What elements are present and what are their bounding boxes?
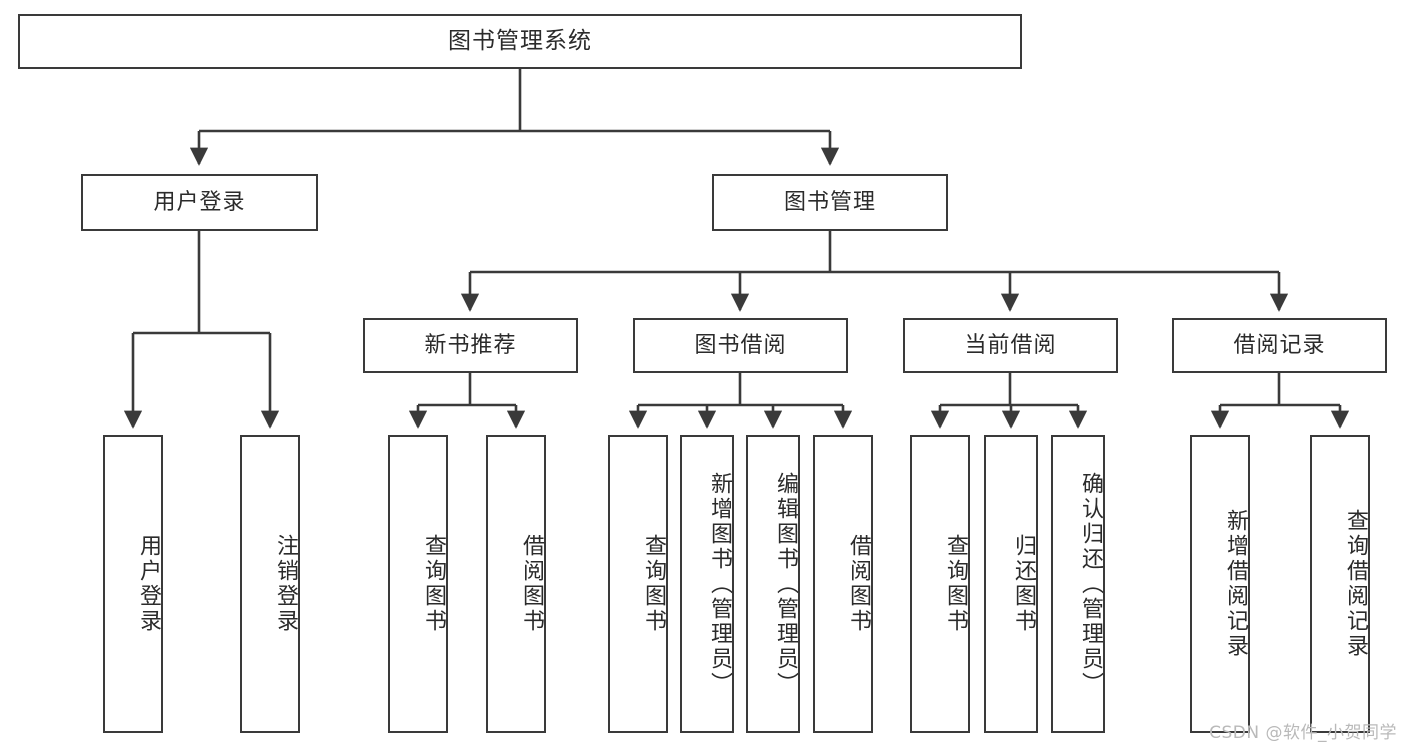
node-book-borrow[interactable]: 图书借阅 (633, 318, 848, 373)
node-label: 新书推荐 (424, 332, 517, 358)
node-leaf-logout[interactable]: 注销登录 (240, 435, 300, 733)
node-leaf-borrow-book-2[interactable]: 借阅图书 (813, 435, 873, 733)
node-label: 新增借阅记录 (1223, 509, 1248, 659)
node-label: 借阅图书 (846, 534, 871, 634)
node-leaf-edit-book[interactable]: 编辑图书（管理员） (746, 435, 800, 733)
node-label: 图书借阅 (694, 332, 787, 358)
node-label: 图书管理 (783, 189, 876, 215)
node-leaf-add-book[interactable]: 新增图书（管理员） (680, 435, 734, 733)
node-label: 用户登录 (136, 534, 161, 634)
node-label: 编辑图书（管理员） (773, 471, 798, 697)
node-leaf-user-login[interactable]: 用户登录 (103, 435, 163, 733)
node-label: 查询图书 (641, 534, 666, 634)
node-leaf-return-book[interactable]: 归还图书 (984, 435, 1038, 733)
node-label: 归还图书 (1011, 534, 1036, 634)
node-root-system[interactable]: 图书管理系统 (18, 14, 1022, 69)
node-label: 注销登录 (273, 534, 298, 634)
node-leaf-query-book-1[interactable]: 查询图书 (388, 435, 448, 733)
node-label: 查询图书 (943, 534, 968, 634)
node-leaf-query-book-2[interactable]: 查询图书 (608, 435, 668, 733)
node-user-login[interactable]: 用户登录 (81, 174, 318, 231)
node-current-borrow[interactable]: 当前借阅 (903, 318, 1118, 373)
node-label: 查询图书 (421, 534, 446, 634)
node-label: 借阅图书 (519, 534, 544, 634)
node-leaf-query-book-3[interactable]: 查询图书 (910, 435, 970, 733)
node-label: 查询借阅记录 (1343, 509, 1368, 659)
node-label: 图书管理系统 (448, 27, 592, 54)
node-label: 用户登录 (153, 189, 246, 215)
node-leaf-add-record[interactable]: 新增借阅记录 (1190, 435, 1250, 733)
node-leaf-confirm-return[interactable]: 确认归还（管理员） (1051, 435, 1105, 733)
node-book-admin[interactable]: 图书管理 (712, 174, 948, 231)
node-label: 新增图书（管理员） (707, 471, 732, 697)
node-borrow-record[interactable]: 借阅记录 (1172, 318, 1387, 373)
node-label: 当前借阅 (964, 332, 1057, 358)
csdn-watermark: CSDN @软件_小贺同学 (1209, 723, 1397, 743)
node-label: 确认归还（管理员） (1078, 471, 1103, 697)
node-leaf-query-record[interactable]: 查询借阅记录 (1310, 435, 1370, 733)
node-leaf-borrow-book-1[interactable]: 借阅图书 (486, 435, 546, 733)
node-new-book-recommend[interactable]: 新书推荐 (363, 318, 578, 373)
node-label: 借阅记录 (1233, 332, 1326, 358)
